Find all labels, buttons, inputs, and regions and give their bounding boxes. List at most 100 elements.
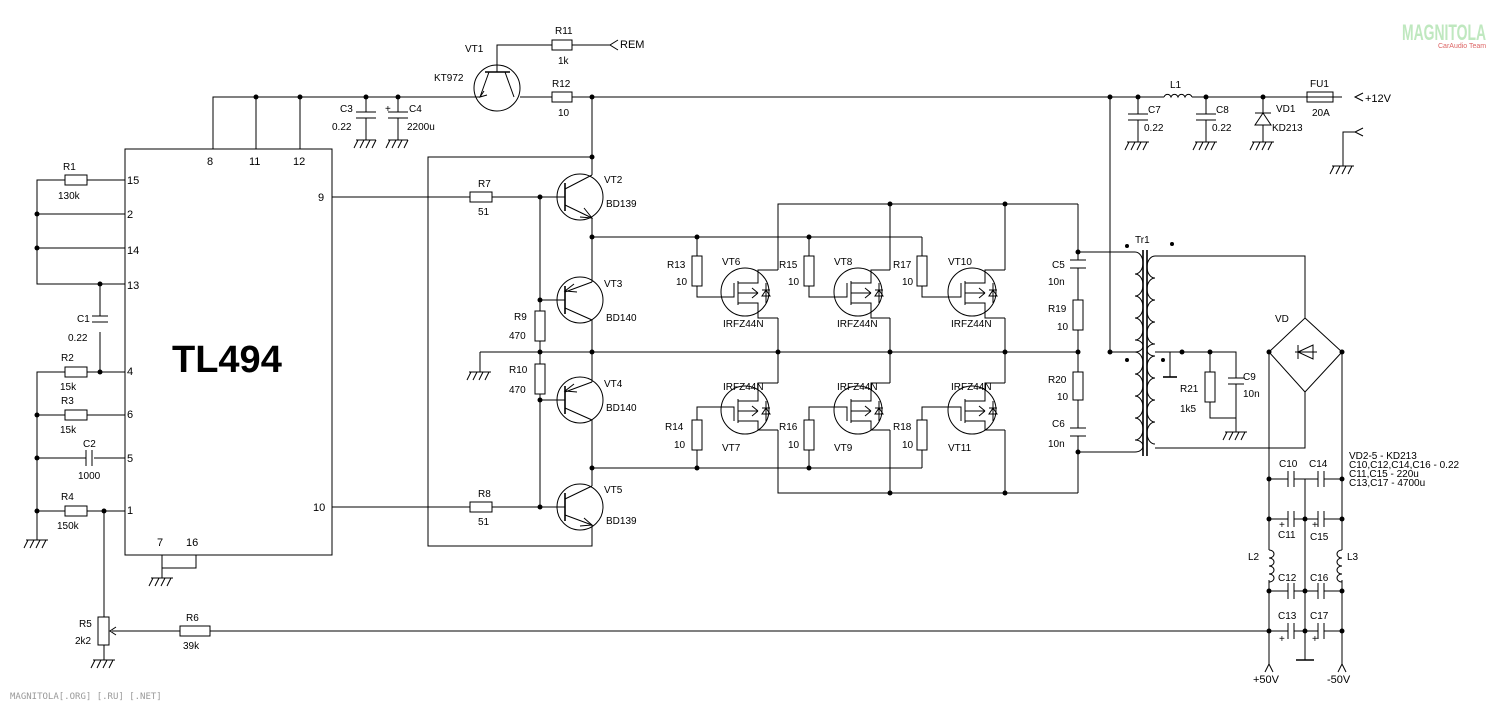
pin-16: 16 bbox=[186, 537, 198, 549]
resistor-r3: R3 15k bbox=[60, 396, 88, 436]
r6-ref: R6 bbox=[186, 613, 199, 624]
r5-ref: R5 bbox=[79, 619, 92, 630]
r16-val: 10 bbox=[788, 440, 800, 451]
mosfet-vt11: IRFZ44N VT11 bbox=[947, 382, 1005, 454]
r15-val: 10 bbox=[788, 277, 800, 288]
c4-val: 2200u bbox=[407, 122, 435, 133]
c3-ref: C3 bbox=[340, 104, 353, 115]
vt10-val: IRFZ44N bbox=[951, 319, 992, 330]
c9-ref: C9 bbox=[1243, 372, 1256, 383]
resistor-r4: R4 150k bbox=[57, 492, 88, 532]
r8-val: 51 bbox=[478, 517, 490, 528]
vt9-ref: VT9 bbox=[834, 443, 853, 454]
vt2-val: BD139 bbox=[606, 199, 637, 210]
pin-8: 8 bbox=[207, 156, 213, 168]
c7-ref: C7 bbox=[1148, 105, 1161, 116]
c13-ref: C13 bbox=[1278, 611, 1297, 622]
potentiometer-r5: R5 2k2 bbox=[75, 511, 180, 669]
resistor-r16: R16 10 bbox=[779, 419, 815, 451]
vt7-ref: VT7 bbox=[722, 443, 741, 454]
r4-ref: R4 bbox=[61, 492, 74, 503]
vt5-val: BD139 bbox=[606, 516, 637, 527]
mosfet-vt7: IRFZ44N VT7 bbox=[720, 382, 778, 454]
site-logo: MAGNITOLA CarAudio Team bbox=[1402, 20, 1486, 50]
r11-ref: R11 bbox=[555, 26, 573, 37]
rectifier-vd: VD bbox=[1266, 314, 1345, 665]
resistor-r2: R2 15k bbox=[60, 353, 88, 393]
r3-val: 15k bbox=[60, 425, 77, 436]
inductor-l2: L2 bbox=[1248, 549, 1275, 583]
c5-val: 10n bbox=[1048, 277, 1065, 288]
svg-text:+: + bbox=[385, 104, 391, 115]
output-filter: C10 C14 C11 C15 C12 C16 C13 C17 ++ ++ bbox=[1266, 459, 1345, 661]
pin-15: 15 bbox=[127, 175, 139, 187]
c1-val: 0.22 bbox=[68, 333, 88, 344]
r20-ref: R20 bbox=[1048, 375, 1067, 386]
r17-ref: R17 bbox=[893, 260, 912, 271]
r1-val: 130k bbox=[58, 191, 81, 202]
mosfet-vt6: VT6 IRFZ44N bbox=[720, 257, 778, 330]
svg-text:+: + bbox=[1312, 520, 1318, 531]
c11-ref: C11 bbox=[1278, 530, 1296, 541]
output-terminals: +50V -50V bbox=[1253, 662, 1351, 686]
r21-ref: R21 bbox=[1180, 384, 1199, 395]
vt11-ref: VT11 bbox=[948, 443, 972, 454]
l3-ref: L3 bbox=[1347, 552, 1359, 563]
rem-input-label: REM bbox=[620, 39, 644, 51]
vt5-ref: VT5 bbox=[604, 485, 623, 496]
vd1-val: KD213 bbox=[1272, 123, 1303, 134]
transformer-tr1: Tr1 bbox=[1125, 235, 1306, 456]
vd1-ref: VD1 bbox=[1276, 104, 1296, 115]
c5-ref: C5 bbox=[1052, 260, 1065, 271]
ic-ground bbox=[148, 555, 197, 587]
r4-val: 150k bbox=[57, 521, 80, 532]
pin-11: 11 bbox=[249, 156, 260, 168]
l1-ref: L1 bbox=[1170, 80, 1182, 91]
pin-7: 7 bbox=[157, 537, 163, 549]
logo-subtext: CarAudio Team bbox=[1438, 43, 1486, 50]
capacitor-c1: C1 0.22 bbox=[68, 314, 108, 344]
capacitor-c6: C6 10n bbox=[1048, 419, 1086, 450]
resistor-r19: R19 10 bbox=[1048, 299, 1084, 333]
r15-ref: R15 bbox=[779, 260, 798, 271]
c8-val: 0.22 bbox=[1212, 123, 1232, 134]
ic-tl494: TL494 8 11 12 15 2 14 13 4 6 5 1 7 16 9 … bbox=[124, 148, 333, 556]
resistor-r20: R20 10 bbox=[1048, 371, 1084, 403]
r21-val: 1k5 bbox=[1180, 404, 1197, 415]
mosfet-vt10: VT10 IRFZ44N bbox=[947, 257, 1005, 330]
mosfet-vt8: VT8 IRFZ44N bbox=[833, 257, 890, 330]
c15-ref: C15 bbox=[1310, 532, 1329, 543]
c10-ref: C10 bbox=[1279, 459, 1298, 470]
r7-ref: R7 bbox=[478, 179, 491, 190]
vt9-val: IRFZ44N bbox=[837, 382, 878, 393]
r12-ref: R12 bbox=[552, 79, 571, 90]
resistor-r7: R7 51 bbox=[469, 179, 493, 218]
r11-val: 1k bbox=[558, 56, 570, 67]
pin-4: 4 bbox=[127, 366, 133, 378]
transistor-vt1: VT1 KT972 bbox=[434, 44, 552, 112]
pin-9: 9 bbox=[318, 192, 324, 204]
r6-val: 39k bbox=[183, 641, 200, 652]
pin-5: 5 bbox=[127, 453, 133, 465]
pin-1: 1 bbox=[127, 505, 133, 517]
transistor-vt3: VT3 BD140 bbox=[540, 276, 637, 324]
r1-ref: R1 bbox=[63, 162, 76, 173]
r10-val: 470 bbox=[509, 385, 526, 396]
r14-val: 10 bbox=[674, 440, 686, 451]
r19-val: 10 bbox=[1057, 322, 1069, 333]
r20-val: 10 bbox=[1057, 392, 1069, 403]
wires-snubber bbox=[1075, 97, 1135, 493]
note-line-1: VD2-5 - KD213 bbox=[1349, 451, 1417, 462]
vt11-val: IRFZ44N bbox=[951, 382, 992, 393]
vd-ref: VD bbox=[1275, 314, 1289, 325]
capacitor-c4: + C4 2200u bbox=[385, 104, 435, 149]
mosfet-vt9: IRFZ44N VT9 bbox=[833, 382, 890, 454]
supply-minus50-label: -50V bbox=[1327, 674, 1351, 686]
r10-ref: R10 bbox=[509, 365, 528, 376]
capacitor-c7: C7 0.22 bbox=[1124, 97, 1164, 151]
c1-ref: C1 bbox=[77, 314, 90, 325]
footer-watermark: MAGNITOLA[.ORG] [.RU] [.NET] bbox=[10, 692, 162, 702]
vt7-val: IRFZ44N bbox=[723, 382, 764, 393]
diode-vd1: VD1 KD213 bbox=[1249, 97, 1303, 151]
note-line-2: C10,C12,C14,C16 - 0.22 bbox=[1349, 460, 1460, 471]
